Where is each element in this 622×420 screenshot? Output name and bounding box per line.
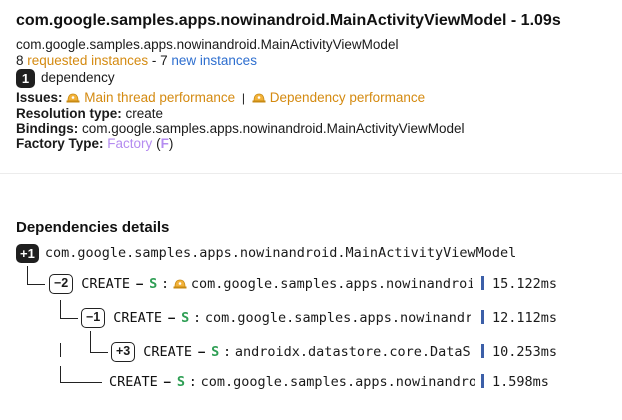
dependency-count-line: 1 dependency (16, 69, 115, 88)
factory-label: Factory Type: (16, 136, 104, 151)
dependency-label: dependency (41, 70, 115, 86)
scope-badge: S (181, 310, 190, 326)
tree-connector (60, 366, 102, 383)
page-title: com.google.samples.apps.nowinandroid.Mai… (16, 12, 561, 29)
duration-cell: 10.253ms (481, 341, 557, 363)
resolution-label: Resolution type: (16, 106, 122, 121)
dependency-count-badge: 1 (16, 69, 35, 88)
factory-letter: F (160, 136, 169, 151)
dependency-name: com.google.samples.apps.nowinandroid (190, 276, 473, 292)
issue-dependency-link[interactable]: Dependency performance (269, 90, 426, 105)
dependency-name: com.google.samples.apps.nowinandroid (200, 374, 475, 390)
dependency-name: com.google.samples.apps.nowinandroid (204, 310, 471, 326)
instances-line: 8 requested instances - 7 new instances (16, 53, 257, 68)
dash-separator: – (167, 310, 176, 325)
colon-separator: : (193, 310, 202, 326)
new-instances-link[interactable]: new instances (171, 53, 257, 68)
dependency-row[interactable]: CREATE – S : com.google.samples.apps.now… (109, 371, 475, 393)
warning-icon (252, 93, 266, 103)
factory-line: Factory Type: Factory (F) (16, 136, 173, 151)
dash-separator: – (197, 344, 206, 359)
requested-instances-link[interactable]: requested instances (27, 53, 149, 68)
tree-connector (60, 300, 78, 319)
dash-separator: – (135, 276, 144, 291)
tree-connector (27, 266, 45, 285)
action-label: CREATE (109, 374, 158, 390)
dependency-count-toggle[interactable]: +3 (111, 342, 136, 363)
section-divider (0, 173, 622, 174)
duration-bar (481, 310, 484, 324)
bindings-value: com.google.samples.apps.nowinandroid.Mai… (82, 121, 465, 136)
requested-count: 8 (16, 53, 24, 68)
colon-separator: : (161, 276, 170, 292)
warning-icon (173, 279, 187, 289)
scope-badge: S (211, 344, 220, 360)
tree-connector (60, 343, 61, 357)
new-count: 7 (160, 53, 168, 68)
issues-label: Issues: (16, 90, 63, 105)
duration-bar (481, 276, 484, 290)
duration-cell: 1.598ms (481, 371, 549, 393)
duration-cell: 15.122ms (481, 273, 557, 295)
duration-bar (481, 374, 484, 388)
dash-separator: – (163, 374, 172, 389)
duration-cell: 12.112ms (481, 307, 557, 329)
dependency-root-row: +1 com.google.samples.apps.nowinandroid.M… (16, 244, 516, 263)
resolution-value: create (125, 106, 164, 121)
duration-value: 12.112ms (492, 310, 558, 326)
root-badge[interactable]: +1 (16, 244, 39, 263)
dependency-row[interactable]: −1 CREATE – S : com.google.samples.apps.n… (81, 307, 471, 329)
factory-close-paren: ) (168, 136, 174, 151)
factory-type-link[interactable]: Factory (107, 136, 153, 151)
issue-separator: | (241, 91, 246, 105)
duration-bar (481, 344, 484, 358)
action-label: CREATE (113, 310, 163, 326)
bindings-line: Bindings: com.google.samples.apps.nowina… (16, 121, 464, 136)
duration-value: 1.598ms (492, 374, 549, 390)
factory-open-paren: ( (156, 136, 161, 151)
bindings-label: Bindings: (16, 121, 79, 136)
dependency-row[interactable]: −2 CREATE – S : com.google.samples.apps.n… (49, 273, 473, 295)
issue-main-thread-link[interactable]: Main thread performance (84, 90, 236, 105)
dependency-row[interactable]: +3 CREATE – S : androidx.datastore.core.D… (111, 341, 471, 363)
action-label: CREATE (143, 344, 193, 360)
root-name: com.google.samples.apps.nowinandroid.Mai… (44, 245, 517, 262)
issues-line: Issues: Main thread performance | Depend… (16, 90, 425, 105)
colon-separator: : (223, 344, 232, 360)
duration-value: 15.122ms (492, 276, 558, 292)
dependency-name: androidx.datastore.core.DataStore (234, 344, 471, 360)
instances-separator: - (148, 53, 161, 68)
dependency-count-toggle[interactable]: −2 (49, 274, 74, 295)
dependency-count-toggle[interactable]: −1 (81, 308, 106, 329)
dependencies-heading: Dependencies details (16, 219, 170, 236)
scope-badge: S (149, 276, 158, 292)
class-name: com.google.samples.apps.nowinandroid.Mai… (16, 37, 399, 52)
scope-badge: S (176, 374, 185, 390)
duration-value: 10.253ms (492, 344, 558, 360)
action-label: CREATE (81, 276, 131, 292)
colon-separator: : (188, 374, 197, 390)
resolution-line: Resolution type: create (16, 106, 163, 121)
tree-connector (90, 331, 108, 353)
class-name-line: com.google.samples.apps.nowinandroid.Mai… (16, 37, 398, 52)
warning-icon (66, 93, 80, 103)
